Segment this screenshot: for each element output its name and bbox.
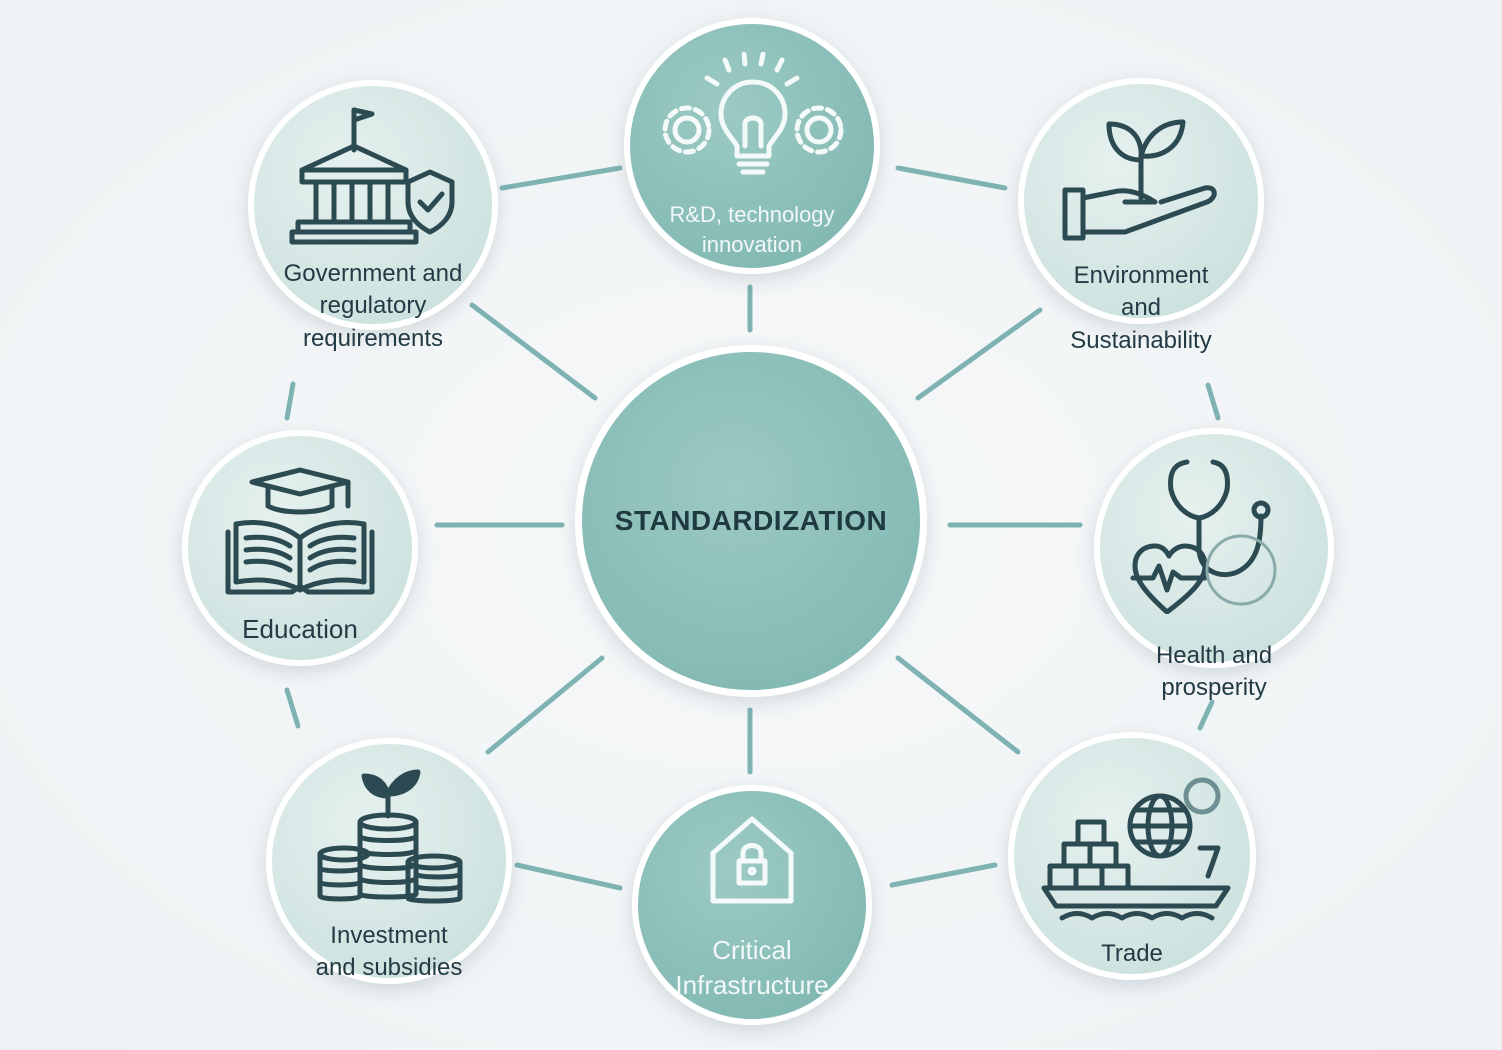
node-investment-label: Investment and subsidies [315,922,463,982]
node-health-label: Health and prosperity [1155,642,1273,702]
node-health-prosperity: Health and prosperity [1094,428,1334,701]
center-label: STANDARDIZATION [614,505,888,536]
connector-trade-infra [889,862,998,888]
coins-sprout-icon [314,764,464,914]
connector-infra-investment [514,862,623,891]
node-government-regulatory: Government and regulatory requirements [248,80,498,352]
connector-rd-env [895,165,1008,191]
node-environment-sustainability: Environment and Sustainability [1018,78,1264,354]
node-trade-label: Trade [1101,940,1163,967]
node-environment-label: Environment and Sustainability [1070,262,1212,354]
node-education: Education [182,430,418,666]
node-infrastructure-label: Critical Infrastructure [675,935,829,1001]
node-investment-subsidies: Investment and subsidies [266,738,512,984]
connector-education-government [284,381,296,421]
connector-env-health [1205,382,1221,421]
connector-government-center [469,302,598,401]
stethoscope-heart-icon [1129,454,1299,614]
connector-env-center [915,307,1043,401]
node-rd-technology: R&D, technology innovation [624,18,880,274]
connector-government-rd [499,165,623,191]
node-trade: Trade [1008,732,1256,980]
cargo-ship-globe-icon [1032,772,1232,922]
house-lock-icon [707,813,797,905]
building-shield-icon [288,106,458,246]
connector-investment-center [485,655,605,755]
lightbulb-gears-icon [647,52,857,182]
node-government-label: Government and regulatory requirements [283,260,463,352]
book-graduation-cap-icon [222,466,378,596]
center-node: STANDARDIZATION [575,345,927,697]
hand-sprout-icon [1051,108,1231,248]
connector-investment-education [284,687,301,729]
node-education-label: Education [242,614,358,644]
connector-health-trade [1197,699,1215,731]
node-rd-label: R&D, technology innovation [669,202,835,257]
node-critical-infrastructure: Critical Infrastructure [632,785,872,1025]
connector-trade-center [895,655,1021,755]
